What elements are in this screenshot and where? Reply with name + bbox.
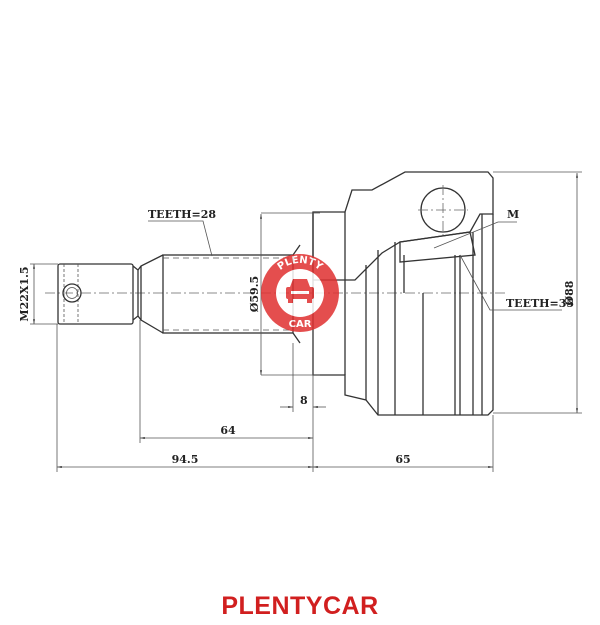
thread-label: M22X1.5: [18, 266, 31, 321]
outer-housing: [312, 171, 494, 416]
teeth-shaft-label: TEETH=28: [148, 208, 216, 221]
car-icon: [286, 279, 314, 303]
dim-94-5-label: 94.5: [172, 453, 199, 466]
plentycar-watermark-logo: PLENTY CAR: [261, 254, 339, 332]
shaft-diameter-label: Ø59.5: [248, 276, 261, 312]
m-mark-label: M: [507, 208, 519, 221]
dimensions: [30, 171, 582, 472]
watermark-top-text: PLENTY: [276, 255, 325, 273]
teeth-inner-label: TEETH=35: [506, 297, 574, 310]
watermark-bottom-text: CAR: [289, 319, 312, 330]
dim-8-label: 8: [300, 394, 308, 407]
svg-text:PLENTY: PLENTY: [276, 255, 325, 273]
cotter-hole: [62, 283, 82, 303]
dim-65-label: 65: [395, 453, 410, 466]
threaded-stud: [57, 254, 164, 334]
brand-name: PLENTYCAR: [221, 592, 379, 620]
dim-64-label: 64: [220, 424, 236, 437]
outer-diameter-label: Ø88: [563, 280, 576, 305]
